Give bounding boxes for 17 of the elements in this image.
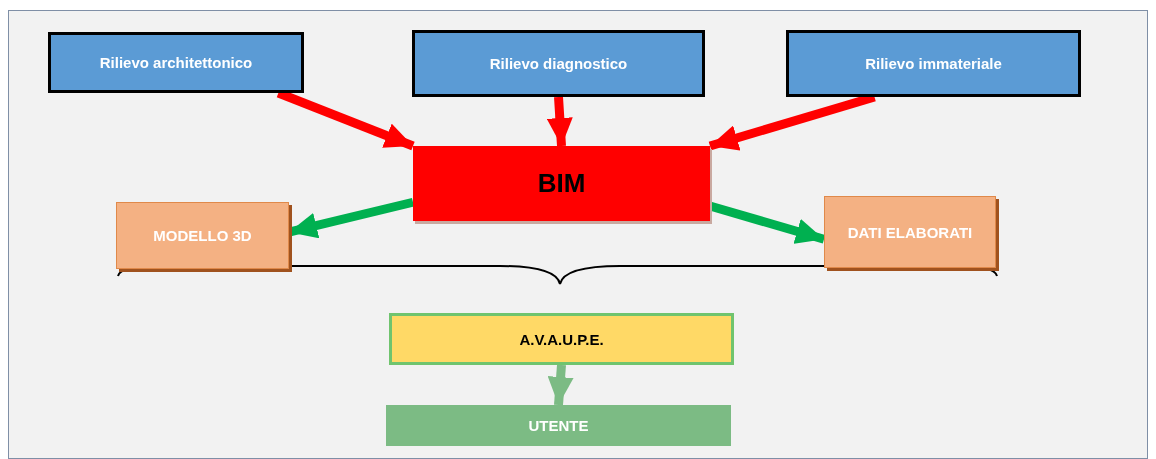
arrow xyxy=(546,96,573,147)
box-label: Rilievo diagnostico xyxy=(488,55,629,72)
output-box xyxy=(116,202,289,269)
box-label: MODELLO 3D xyxy=(152,227,253,244)
box-label: BIM xyxy=(536,168,587,199)
source-box xyxy=(48,32,304,93)
box-label: Rilievo immateriale xyxy=(864,55,1003,72)
output-box xyxy=(824,196,996,268)
platform-box xyxy=(389,313,734,365)
source-box xyxy=(786,30,1081,97)
box-label: DATI ELABORATI xyxy=(846,223,974,241)
box-label: Rilievo architettonico xyxy=(98,54,254,71)
user-box xyxy=(386,405,731,446)
source-box xyxy=(412,30,705,97)
box-label: A.V.A.U.P.E. xyxy=(518,330,605,348)
bim-box xyxy=(413,146,710,221)
box-label: UTENTE xyxy=(527,417,590,434)
